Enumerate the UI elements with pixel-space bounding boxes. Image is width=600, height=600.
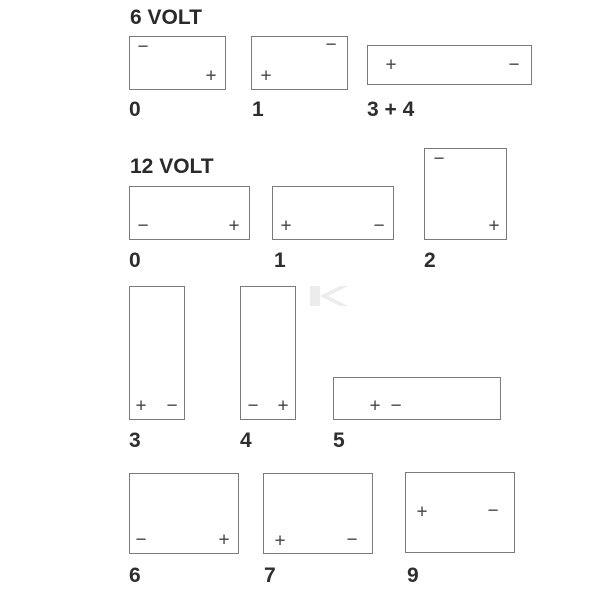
positive-terminal: +	[228, 215, 240, 237]
layout-label: 6	[129, 564, 141, 587]
layout-label: 1	[252, 98, 264, 121]
positive-terminal: +	[369, 395, 381, 417]
layout-label: 4	[240, 429, 252, 452]
battery-12v-layout-5	[333, 377, 501, 420]
battery-12v-layout-1	[272, 186, 394, 240]
positive-terminal: +	[205, 65, 217, 87]
negative-terminal: −	[247, 395, 259, 417]
positive-terminal: +	[277, 395, 289, 417]
positive-terminal: +	[135, 395, 147, 417]
layout-label: 9	[407, 564, 419, 587]
six-volt-title: 6 VOLT	[130, 6, 202, 29]
negative-terminal: −	[487, 500, 499, 522]
positive-terminal: +	[218, 529, 230, 551]
negative-terminal: −	[137, 215, 149, 237]
layout-label: 0	[129, 249, 141, 272]
negative-terminal: −	[137, 36, 149, 58]
watermark-logo	[310, 286, 348, 306]
layout-label: 0	[129, 98, 141, 121]
battery-6v-layout-1	[251, 36, 348, 90]
battery-6v-layout-3-4	[367, 45, 532, 85]
negative-terminal: −	[508, 54, 520, 76]
negative-terminal: −	[135, 529, 147, 551]
negative-terminal: −	[346, 529, 358, 551]
layout-label: 5	[333, 429, 345, 452]
battery-12v-layout-0	[129, 186, 250, 240]
battery-12v-layout-9	[405, 472, 515, 553]
negative-terminal: −	[325, 34, 337, 56]
battery-12v-layout-2	[424, 148, 507, 240]
battery-12v-layout-3	[129, 286, 185, 420]
positive-terminal: +	[260, 65, 272, 87]
negative-terminal: −	[373, 215, 385, 237]
battery-12v-layout-7	[263, 473, 373, 554]
layout-label: 2	[424, 249, 436, 272]
positive-terminal: +	[385, 54, 397, 76]
negative-terminal: −	[166, 395, 178, 417]
negative-terminal: −	[433, 148, 445, 170]
battery-12v-layout-6	[129, 473, 239, 554]
layout-label: 7	[264, 564, 276, 587]
positive-terminal: +	[488, 215, 500, 237]
layout-label: 1	[274, 249, 286, 272]
positive-terminal: +	[280, 215, 292, 237]
positive-terminal: +	[416, 501, 428, 523]
battery-6v-layout-0	[129, 36, 226, 90]
negative-terminal: −	[390, 395, 402, 417]
positive-terminal: +	[274, 530, 286, 552]
layout-label: 3 + 4	[367, 98, 415, 121]
battery-12v-layout-4	[240, 286, 296, 420]
layout-label: 3	[129, 429, 141, 452]
twelve-volt-title: 12 VOLT	[130, 155, 214, 178]
